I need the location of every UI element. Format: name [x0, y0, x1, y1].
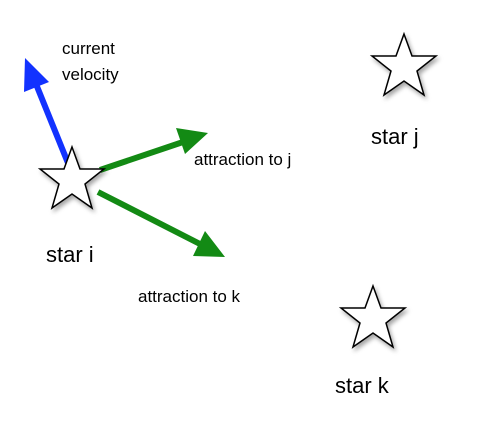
attraction-k-arrow-head-icon	[193, 231, 225, 257]
velocity-label: current velocity	[62, 36, 119, 88]
velocity-label-line-2: velocity	[62, 65, 119, 84]
velocity-arrow-head-icon	[24, 58, 49, 92]
star-j-label: star j	[371, 124, 419, 149]
attraction-k-arrow	[96, 189, 225, 257]
star-i-label: star i	[46, 242, 94, 267]
attraction-j-arrow	[99, 128, 208, 173]
velocity-label-line-1: current	[62, 39, 115, 58]
attraction-k-label: attraction to k	[138, 287, 241, 306]
velocity-arrow-shaft	[33, 82, 73, 170]
velocity-arrow	[24, 58, 73, 170]
attraction-j-label: attraction to j	[194, 150, 292, 169]
star-j-icon	[369, 31, 439, 97]
star-k-icon	[338, 283, 408, 349]
star-k-label: star k	[335, 373, 389, 398]
star-i-icon	[37, 144, 107, 210]
attraction-j-arrow-head-icon	[176, 128, 208, 154]
attraction-j-arrow-shaft	[99, 139, 184, 173]
attraction-k-arrow-shaft	[96, 189, 202, 247]
